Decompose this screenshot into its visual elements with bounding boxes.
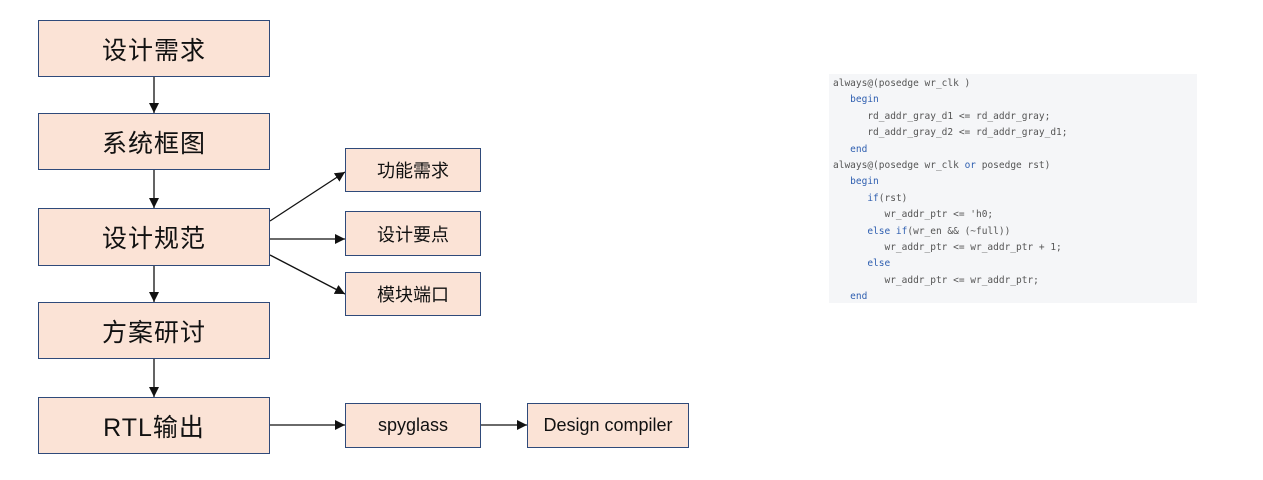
code-keyword: else: [867, 258, 891, 270]
code-text: always@(posedge wr_clk ): [833, 78, 971, 89]
code-text: (rst): [878, 192, 908, 204]
code-text: [833, 291, 850, 302]
code-line: always@(posedge wr_clk or posedge rst): [833, 158, 1197, 174]
step-design-specification: 设计规范: [38, 208, 270, 266]
code-text: [833, 258, 867, 269]
code-line: begin: [833, 174, 1197, 190]
step-scheme-discussion: 方案研讨: [38, 302, 270, 359]
code-text: wr_addr_ptr <= wr_addr_ptr;: [833, 274, 1039, 286]
arrow-spec-to-branch1: [269, 171, 346, 222]
code-text: [833, 226, 867, 237]
code-keyword: begin: [850, 94, 879, 106]
step-system-block-diagram: 系统框图: [38, 113, 270, 170]
code-text: [833, 94, 850, 105]
step-rtl-output: RTL输出: [38, 397, 270, 454]
code-text: rd_addr_gray_d2 <= rd_addr_gray_d1;: [833, 127, 1068, 139]
code-keyword: else if: [867, 225, 908, 237]
code-text: always@(posedge wr_clk: [833, 160, 965, 172]
code-keyword: or: [964, 160, 977, 172]
step-design-requirements: 设计需求: [38, 20, 270, 77]
code-line: end: [833, 142, 1197, 158]
code-line: end: [833, 289, 1197, 305]
code-keyword: begin: [850, 176, 879, 188]
code-text: (wr_en && (~full)): [907, 225, 1011, 237]
code-text: posedge rst): [976, 160, 1051, 172]
code-text: [833, 144, 850, 155]
arrow-spec-to-branch3: [269, 254, 346, 295]
code-line: rd_addr_gray_d2 <= rd_addr_gray_d1;: [833, 125, 1197, 141]
code-line: always@(posedge wr_clk ): [833, 76, 1197, 92]
branch-design-key-points: 设计要点: [345, 211, 481, 256]
branch-functional-requirements: 功能需求: [345, 148, 481, 192]
code-text: wr_addr_ptr <= 'h0;: [833, 209, 994, 221]
branch-module-ports: 模块端口: [345, 272, 481, 316]
code-keyword: if: [867, 192, 879, 204]
code-text: rd_addr_gray_d1 <= rd_addr_gray;: [833, 110, 1051, 122]
code-keyword: end: [850, 291, 868, 303]
code-line: rd_addr_gray_d1 <= rd_addr_gray;: [833, 109, 1197, 125]
code-keyword: end: [850, 143, 868, 155]
code-line: else if(wr_en && (~full)): [833, 224, 1197, 240]
code-line: else: [833, 256, 1197, 272]
code-text: wr_addr_ptr <= wr_addr_ptr + 1;: [833, 242, 1062, 254]
tool-design-compiler: Design compiler: [527, 403, 689, 448]
code-line: if(rst): [833, 191, 1197, 207]
code-line: wr_addr_ptr <= wr_addr_ptr;: [833, 273, 1197, 289]
code-line: begin: [833, 92, 1197, 108]
tool-spyglass: spyglass: [345, 403, 481, 448]
code-line: wr_addr_ptr <= 'h0;: [833, 207, 1197, 223]
code-text: [833, 193, 867, 204]
verilog-code-block: always@(posedge wr_clk ) begin rd_addr_g…: [829, 74, 1197, 303]
code-text: [833, 176, 850, 187]
code-line: wr_addr_ptr <= wr_addr_ptr + 1;: [833, 240, 1197, 256]
